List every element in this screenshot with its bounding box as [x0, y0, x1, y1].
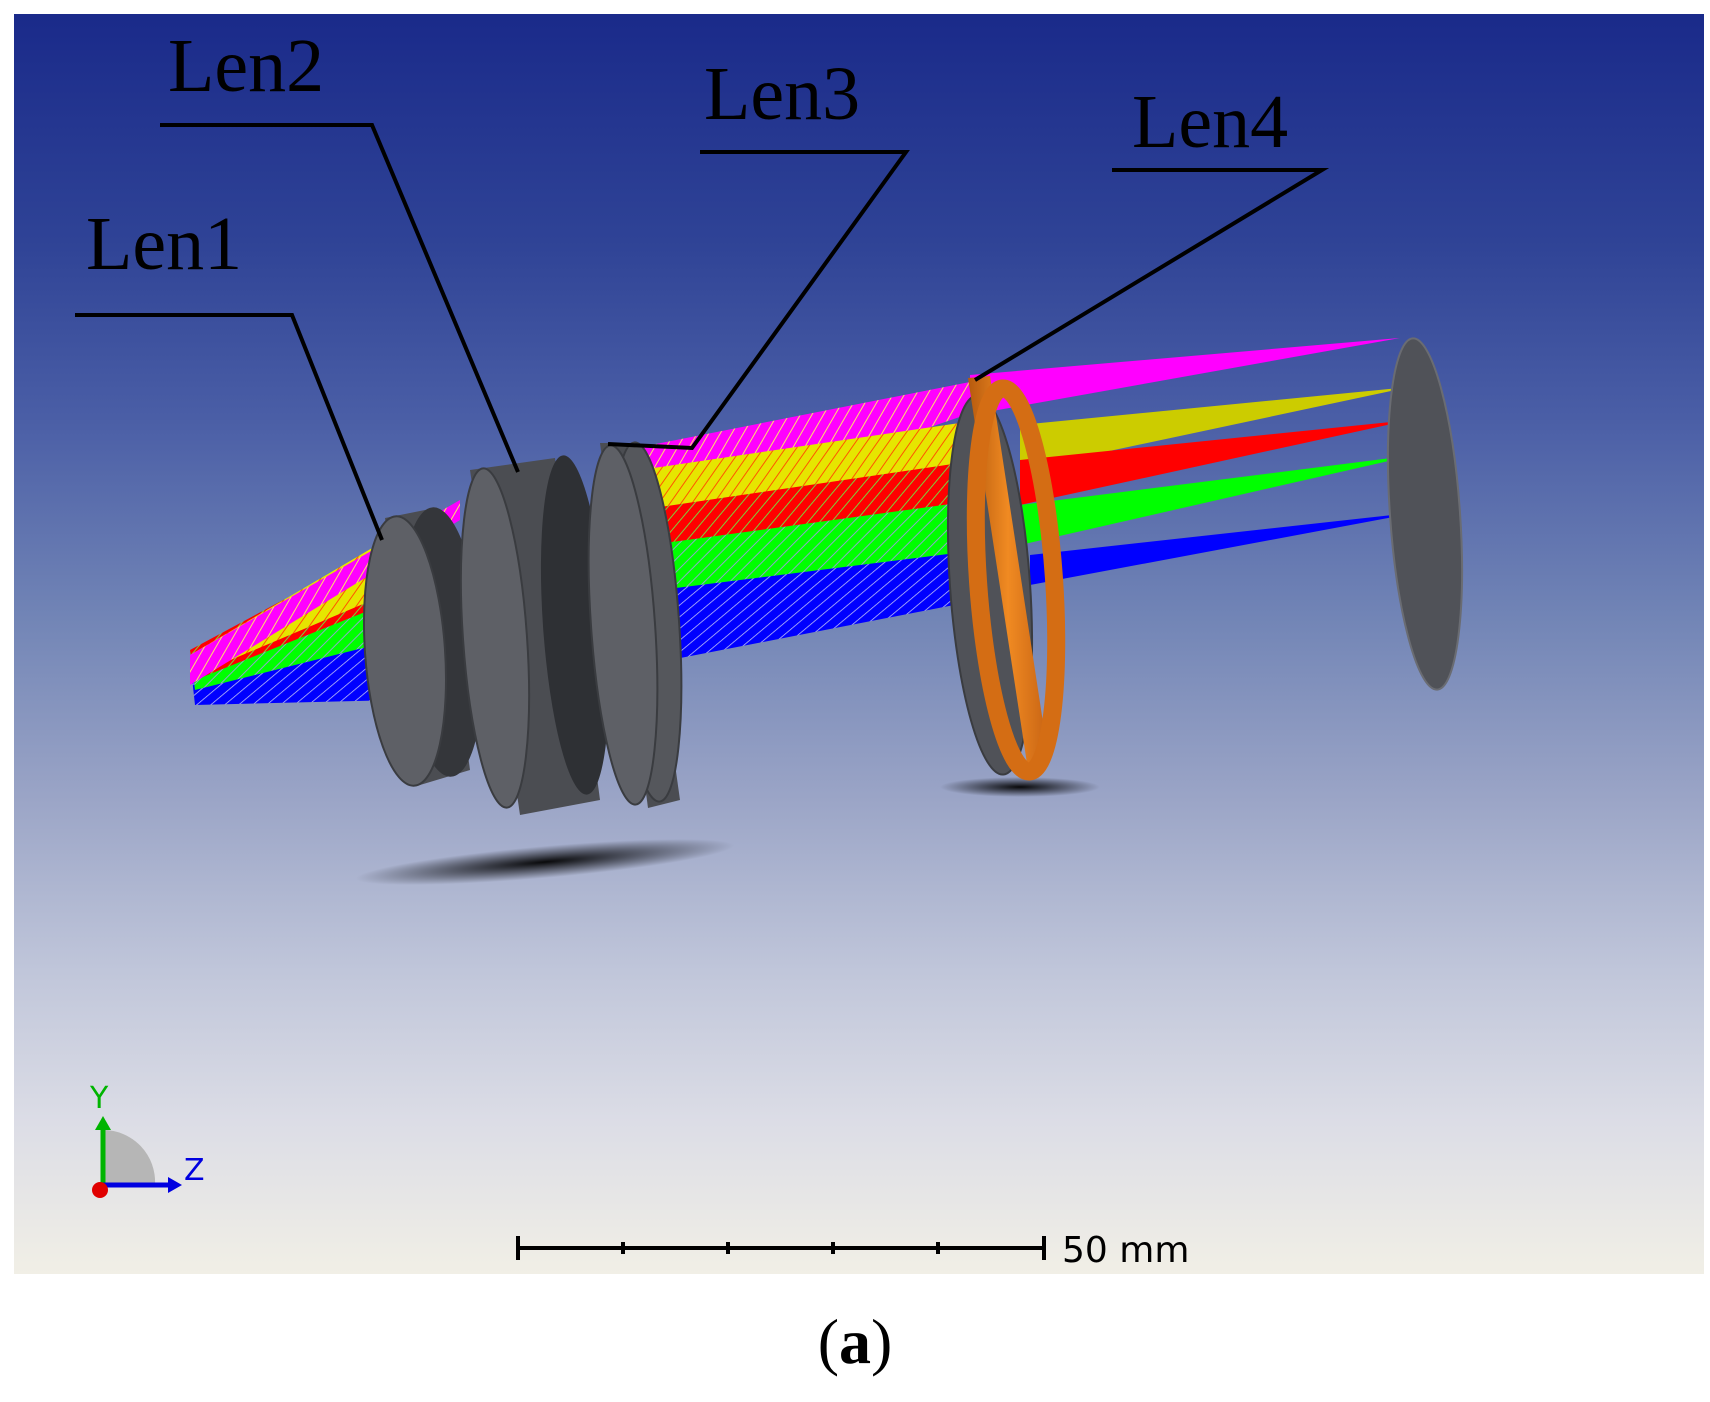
axis-z-label: Z [184, 1153, 205, 1188]
lens-2 [459, 455, 610, 815]
mid-ray-fan [600, 380, 980, 660]
len2-label: Len2 [168, 24, 325, 108]
optical-viewport[interactable]: Y Z 50 mm Len1 Len2 Len3 Len4 [14, 14, 1704, 1274]
axis-y-label: Y [89, 1081, 109, 1116]
len2-leader [160, 123, 520, 473]
len4-label: Len4 [1132, 80, 1289, 164]
len1-label: Len1 [86, 202, 243, 286]
len3-label: Len3 [704, 52, 861, 136]
lens-group-shadow [355, 839, 735, 885]
label-leaders [75, 123, 1330, 541]
axis-triad: Y Z [89, 1081, 205, 1198]
caption-open-paren: ( [817, 1306, 839, 1377]
image-plane [1386, 337, 1464, 691]
optical-layout-diagram: Y Z 50 mm [75, 123, 1464, 1271]
caption-letter: a [839, 1306, 871, 1377]
lens-3 [587, 441, 683, 808]
lens4-shadow [940, 777, 1100, 797]
lens-4 [946, 376, 1066, 781]
len1-leader [75, 313, 384, 541]
scale-bar-label: 50 mm [1062, 1230, 1189, 1271]
len4-leader [973, 168, 1330, 382]
len3-leader [607, 150, 910, 451]
output-ray-fan [970, 338, 1420, 585]
figure-caption: (a) [0, 1305, 1710, 1379]
scale-bar: 50 mm [516, 1230, 1189, 1271]
caption-close-paren: ) [871, 1306, 893, 1377]
